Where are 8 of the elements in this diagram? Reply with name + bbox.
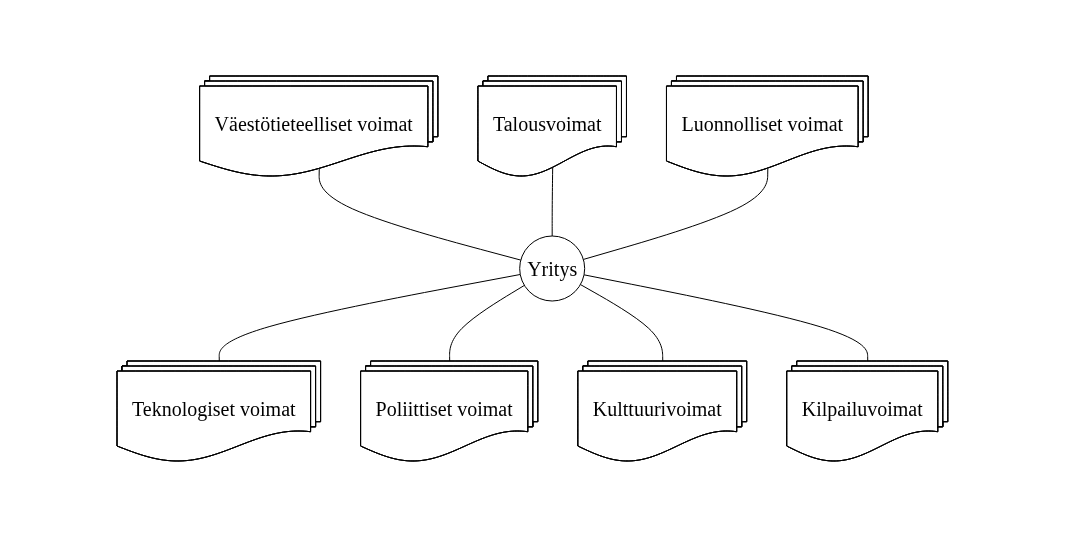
connector	[583, 274, 869, 362]
connector	[449, 284, 525, 362]
connector	[551, 167, 554, 237]
connector	[318, 168, 522, 261]
connector	[580, 284, 664, 362]
connector	[218, 274, 521, 362]
connector	[583, 168, 769, 260]
node-circle: Yritys	[519, 235, 586, 302]
